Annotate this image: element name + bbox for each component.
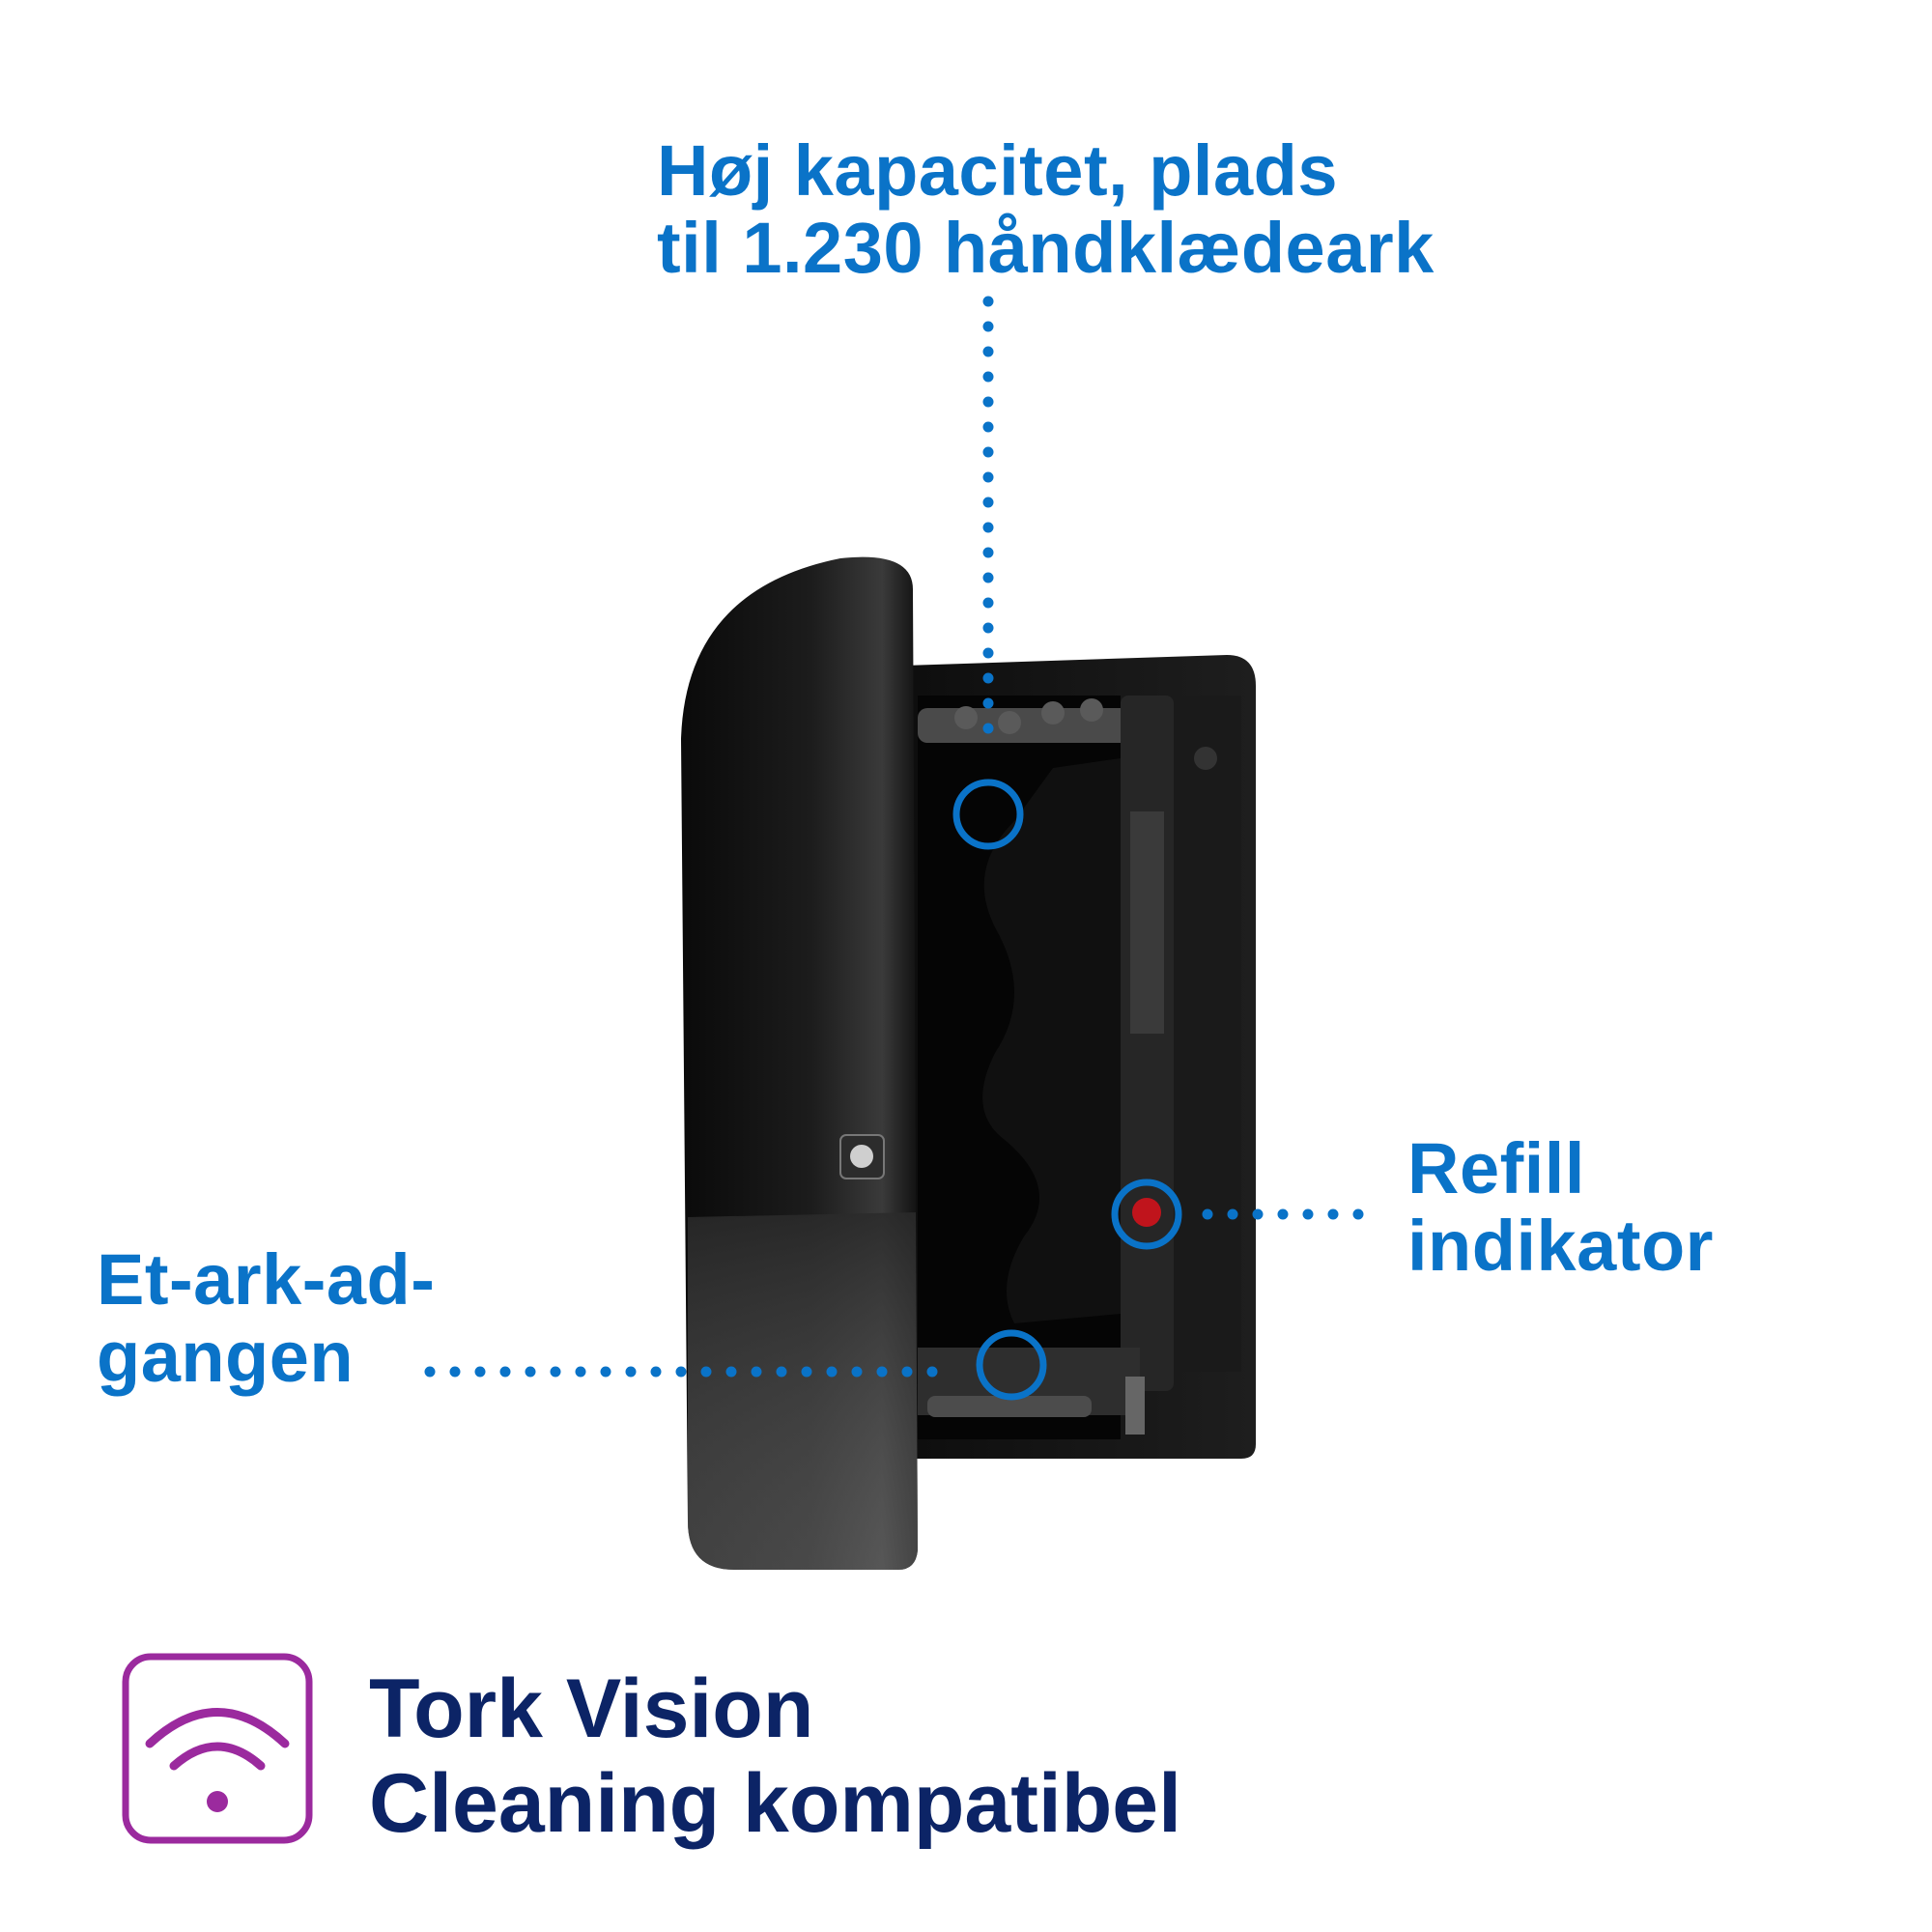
callout-single-sheet-connector bbox=[424, 1329, 1047, 1401]
callout-refill-line1: Refill bbox=[1407, 1128, 1585, 1208]
callout-capacity-line2: til 1.230 håndklædeark bbox=[657, 208, 1435, 288]
refill-indicator bbox=[1132, 1198, 1161, 1227]
callout-single-sheet: Et-ark-ad- gangen bbox=[97, 1241, 435, 1396]
badge-line2: Cleaning kompatibel bbox=[369, 1757, 1182, 1850]
dispenser-lid bbox=[681, 556, 918, 1570]
callout-single-sheet-line2: gangen bbox=[97, 1317, 355, 1397]
callout-capacity: Høj kapacitet, plads til 1.230 håndklæde… bbox=[657, 132, 1435, 287]
wifi-signal-icon bbox=[122, 1653, 313, 1844]
dispenser-body bbox=[874, 655, 1256, 1459]
callout-refill: Refill indikator bbox=[1407, 1130, 1714, 1285]
callout-refill-line2: indikator bbox=[1407, 1206, 1714, 1286]
tork-vision-badge-text: Tork Vision Cleaning kompatibel bbox=[369, 1662, 1181, 1851]
callout-single-sheet-line1: Et-ark-ad- bbox=[97, 1239, 436, 1320]
badge-line1: Tork Vision bbox=[369, 1662, 814, 1755]
callout-refill-connector bbox=[1111, 1179, 1387, 1250]
callout-capacity-connector bbox=[952, 296, 1024, 850]
callout-capacity-line1: Høj kapacitet, plads bbox=[657, 130, 1338, 211]
